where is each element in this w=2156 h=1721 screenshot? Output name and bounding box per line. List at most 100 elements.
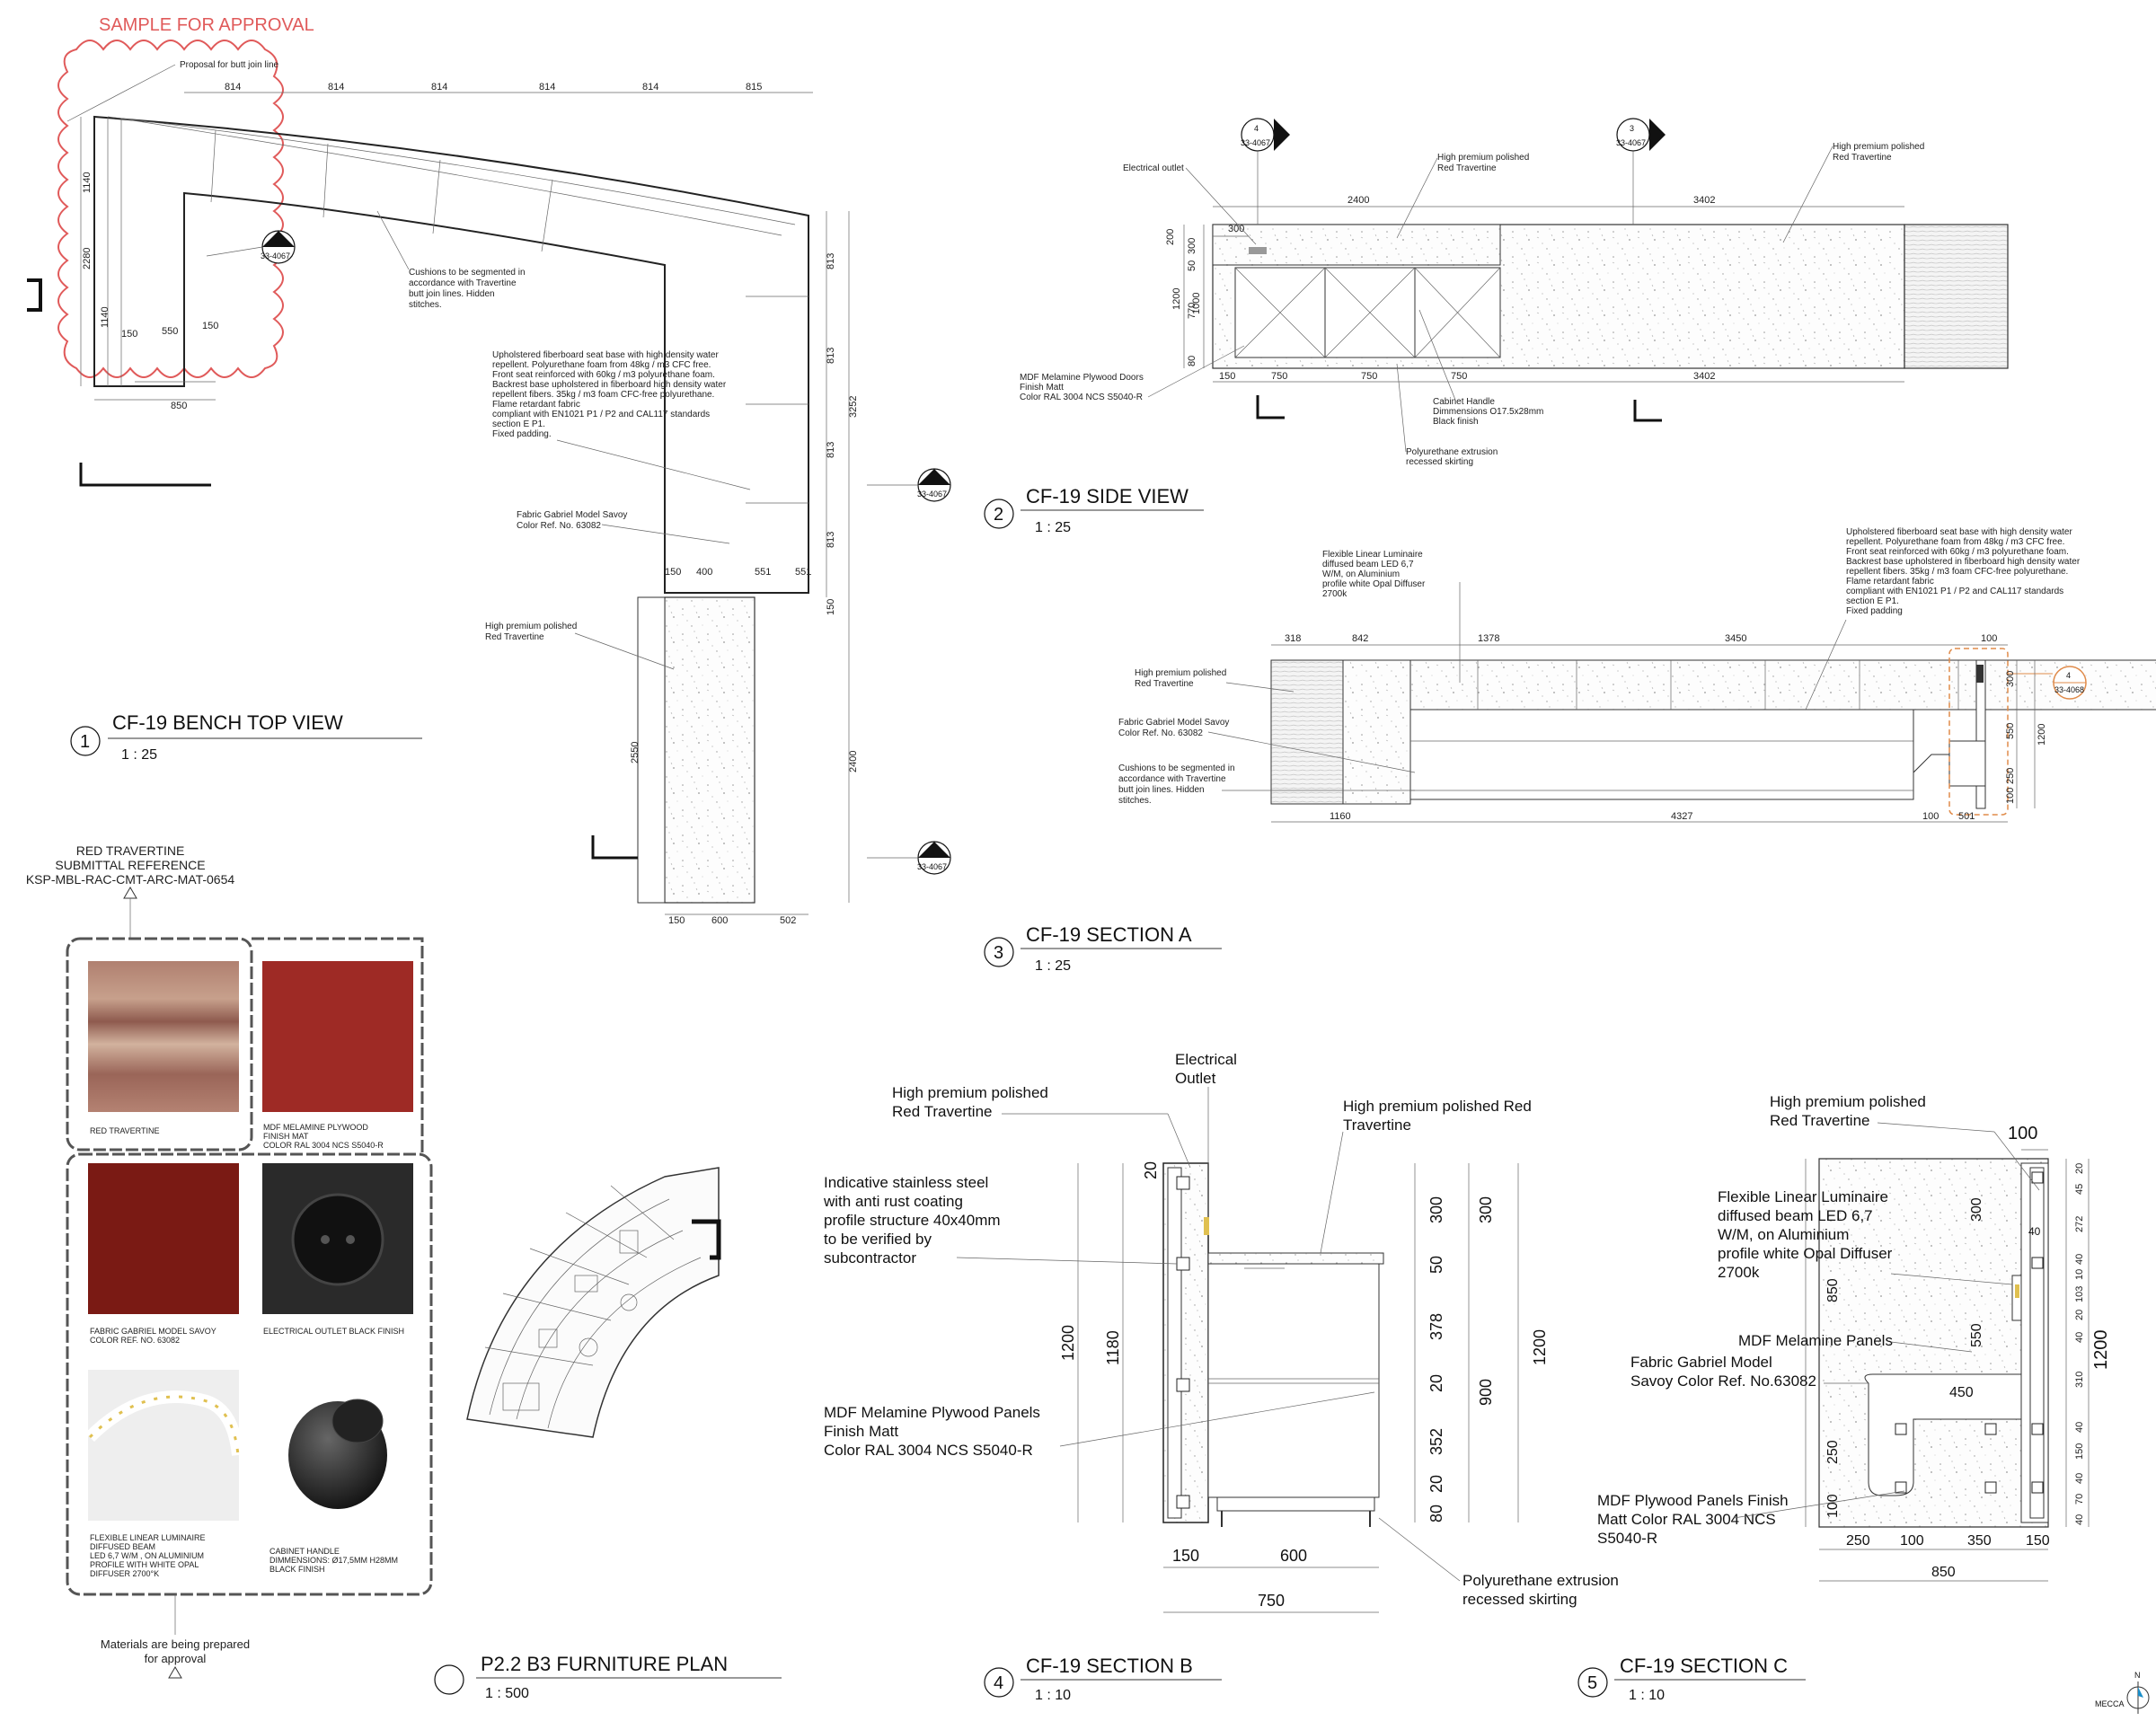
svg-text:3402: 3402: [1693, 371, 1715, 382]
section-c: 100 850 250 100 300 550 40 450 20 45 272…: [1577, 1093, 2111, 1703]
svg-text:3402: 3402: [1693, 195, 1715, 206]
svg-text:200: 200: [1165, 229, 1176, 245]
svg-text:Flame retardant fabric: Flame retardant fabric: [1846, 577, 1934, 587]
svg-text:2700k: 2700k: [1322, 589, 1348, 599]
travertine-note-top: High premium polished Red Travertine: [485, 622, 577, 642]
svg-text:814: 814: [328, 82, 344, 93]
svg-text:33-4067: 33-4067: [917, 862, 947, 871]
svg-text:600: 600: [1280, 1547, 1307, 1565]
upholstery-note-a: Upholstered fiberboard seat base with hi…: [1846, 527, 2081, 616]
svg-text:1200: 1200: [1531, 1329, 1549, 1365]
svg-text:W/M, on Aluminium: W/M, on Aluminium: [1322, 569, 1400, 579]
svg-text:Flame retardant fabric: Flame retardant fabric: [492, 400, 580, 410]
svg-text:to be verified by: to be verified by: [824, 1231, 932, 1248]
svg-text:CF-19 SECTION B: CF-19 SECTION B: [1026, 1655, 1193, 1677]
svg-text:33-4067: 33-4067: [261, 252, 290, 260]
svg-text:Matt Color RAL 3004 NCS: Matt Color RAL 3004 NCS: [1597, 1511, 1776, 1528]
svg-text:Front seat reinforced with 60k: Front seat reinforced with 60kg / m3 pol…: [1846, 547, 2069, 557]
svg-text:1 : 10: 1 : 10: [1629, 1688, 1665, 1703]
materials-board: RED TRAVERTINE SUBMITTAL REFERENCE KSP-M…: [26, 843, 433, 1679]
svg-text:150: 150: [2026, 1533, 2050, 1549]
svg-text:FABRIC GABRIEL MODEL SAVOY: FABRIC GABRIEL MODEL SAVOY: [90, 1327, 216, 1336]
svg-text:CF-19 SECTION A: CF-19 SECTION A: [1026, 923, 1192, 946]
svg-text:750: 750: [1361, 371, 1377, 382]
svg-text:FINISH MAT: FINISH MAT: [263, 1132, 309, 1141]
svg-text:accordance with Travertine: accordance with Travertine: [1118, 774, 1226, 784]
svg-text:repellent. Polyurethane foam f: repellent. Polyurethane foam from 48kg /…: [1846, 537, 2064, 547]
svg-text:Color Ref. No. 63082: Color Ref. No. 63082: [1118, 728, 1203, 738]
svg-text:20: 20: [1427, 1374, 1445, 1392]
view-title-1: 1 CF-19 BENCH TOP VIEW 1 : 25: [70, 711, 422, 763]
svg-text:814: 814: [642, 82, 658, 93]
electrical-outlet-note: Electrical outlet: [1123, 163, 1184, 173]
svg-text:2700k: 2700k: [1718, 1264, 1760, 1281]
svg-text:4: 4: [1254, 124, 1259, 133]
svg-text:850: 850: [1931, 1565, 1956, 1580]
svg-text:100: 100: [1825, 1494, 1841, 1518]
svg-text:5: 5: [1587, 1673, 1597, 1693]
svg-text:Cushions to be segmented in: Cushions to be segmented in: [409, 268, 526, 278]
svg-text:33-4068: 33-4068: [2054, 685, 2084, 694]
skirting-note-b: Polyurethane extrusion recessed skirting: [1462, 1572, 1619, 1608]
svg-text:1180: 1180: [1104, 1330, 1122, 1365]
section-cut-mark: [27, 278, 42, 312]
svg-text:Red Travertine: Red Travertine: [485, 632, 544, 642]
section-marker-4-side: 4 33-4067: [1241, 118, 1290, 152]
svg-text:150: 150: [121, 329, 137, 340]
section-marker-4: 4 33-4067: [917, 841, 951, 875]
mdf-panels-note-b: MDF Melamine Plywood Panels Finish Matt …: [824, 1404, 1040, 1459]
svg-text:CF-19 BENCH TOP VIEW: CF-19 BENCH TOP VIEW: [112, 711, 343, 734]
svg-text:551: 551: [795, 567, 811, 578]
svg-text:subcontractor: subcontractor: [824, 1249, 916, 1266]
svg-text:Backrest base upholstered in f: Backrest base upholstered in fiberboard …: [492, 380, 727, 390]
svg-text:Travertine: Travertine: [1343, 1116, 1411, 1134]
svg-text:1000: 1000: [1191, 293, 1202, 314]
svg-text:repellent fibers. 35kg / m3 fo: repellent fibers. 35kg / m3 foam CFC-fre…: [492, 390, 714, 400]
side-view: 2400 3402 300 1200 1000 200 300 50 770 8…: [984, 118, 2009, 535]
svg-text:Dimmensions O17.5x28mm: Dimmensions O17.5x28mm: [1433, 407, 1543, 417]
svg-text:3: 3: [931, 475, 935, 484]
mdf-doors-note: MDF Melamine Plywood Doors Finish Matt C…: [1020, 373, 1144, 402]
svg-text:352: 352: [1427, 1428, 1445, 1455]
svg-text:100: 100: [1922, 811, 1939, 822]
svg-text:2400: 2400: [848, 751, 859, 772]
svg-text:1 : 25: 1 : 25: [121, 747, 157, 763]
svg-text:diffused beam LED 6,7: diffused beam LED 6,7: [1718, 1207, 1873, 1224]
svg-text:KSP-MBL-RAC-CMT-ARC-MAT-0654: KSP-MBL-RAC-CMT-ARC-MAT-0654: [26, 872, 235, 887]
svg-text:FLEXIBLE LINEAR LUMINAIRE: FLEXIBLE LINEAR LUMINAIRE: [90, 1533, 206, 1542]
swatch-red-travertine: [88, 961, 239, 1112]
svg-text:4: 4: [994, 1673, 1003, 1693]
svg-text:LED 6,7 W/M , ON ALUMINIUM: LED 6,7 W/M , ON ALUMINIUM: [90, 1551, 204, 1560]
swatch-mdf-plywood: [262, 961, 413, 1112]
svg-text:45: 45: [2074, 1184, 2085, 1195]
svg-text:813: 813: [826, 532, 836, 548]
svg-text:Fabric Gabriel Model Savoy: Fabric Gabriel Model Savoy: [517, 510, 627, 520]
svg-text:1 : 10: 1 : 10: [1035, 1688, 1071, 1703]
svg-text:DIMMENSIONS: Ø17,5MM H28MM: DIMMENSIONS: Ø17,5MM H28MM: [270, 1556, 398, 1565]
skirting-note-side: Polyurethane extrusion recessed skirting: [1406, 447, 1498, 467]
section-cut-mark: [79, 463, 211, 487]
svg-text:recessed skirting: recessed skirting: [1406, 457, 1473, 467]
svg-text:150: 150: [1172, 1547, 1199, 1565]
svg-text:Red Travertine: Red Travertine: [1135, 679, 1194, 689]
svg-text:CF-19 SIDE VIEW: CF-19 SIDE VIEW: [1026, 485, 1188, 507]
svg-text:150: 150: [2074, 1443, 2085, 1460]
detail-callout: [1948, 648, 2009, 816]
svg-text:814: 814: [431, 82, 447, 93]
svg-text:10: 10: [2074, 1269, 2085, 1280]
svg-text:Flexible Linear Luminaire: Flexible Linear Luminaire: [1322, 550, 1423, 560]
section-cut-mark: [1633, 400, 1662, 422]
svg-text:842: 842: [1352, 633, 1368, 644]
svg-text:814: 814: [539, 82, 555, 93]
svg-text:Red Travertine: Red Travertine: [1770, 1112, 1870, 1129]
svg-text:20: 20: [1142, 1161, 1160, 1179]
luminaire-note-a: Flexible Linear Luminaire diffused beam …: [1322, 550, 1426, 599]
svg-text:1: 1: [80, 732, 90, 752]
svg-text:CF-19 SECTION C: CF-19 SECTION C: [1620, 1655, 1788, 1677]
svg-text:250: 250: [2005, 768, 2016, 784]
travertine-note-c: High premium polished Red Travertine: [1770, 1093, 1926, 1129]
svg-text:150: 150: [826, 599, 836, 615]
svg-text:1 : 25: 1 : 25: [1035, 520, 1071, 535]
cloud-box: [66, 937, 253, 1152]
svg-text:502: 502: [780, 915, 796, 926]
